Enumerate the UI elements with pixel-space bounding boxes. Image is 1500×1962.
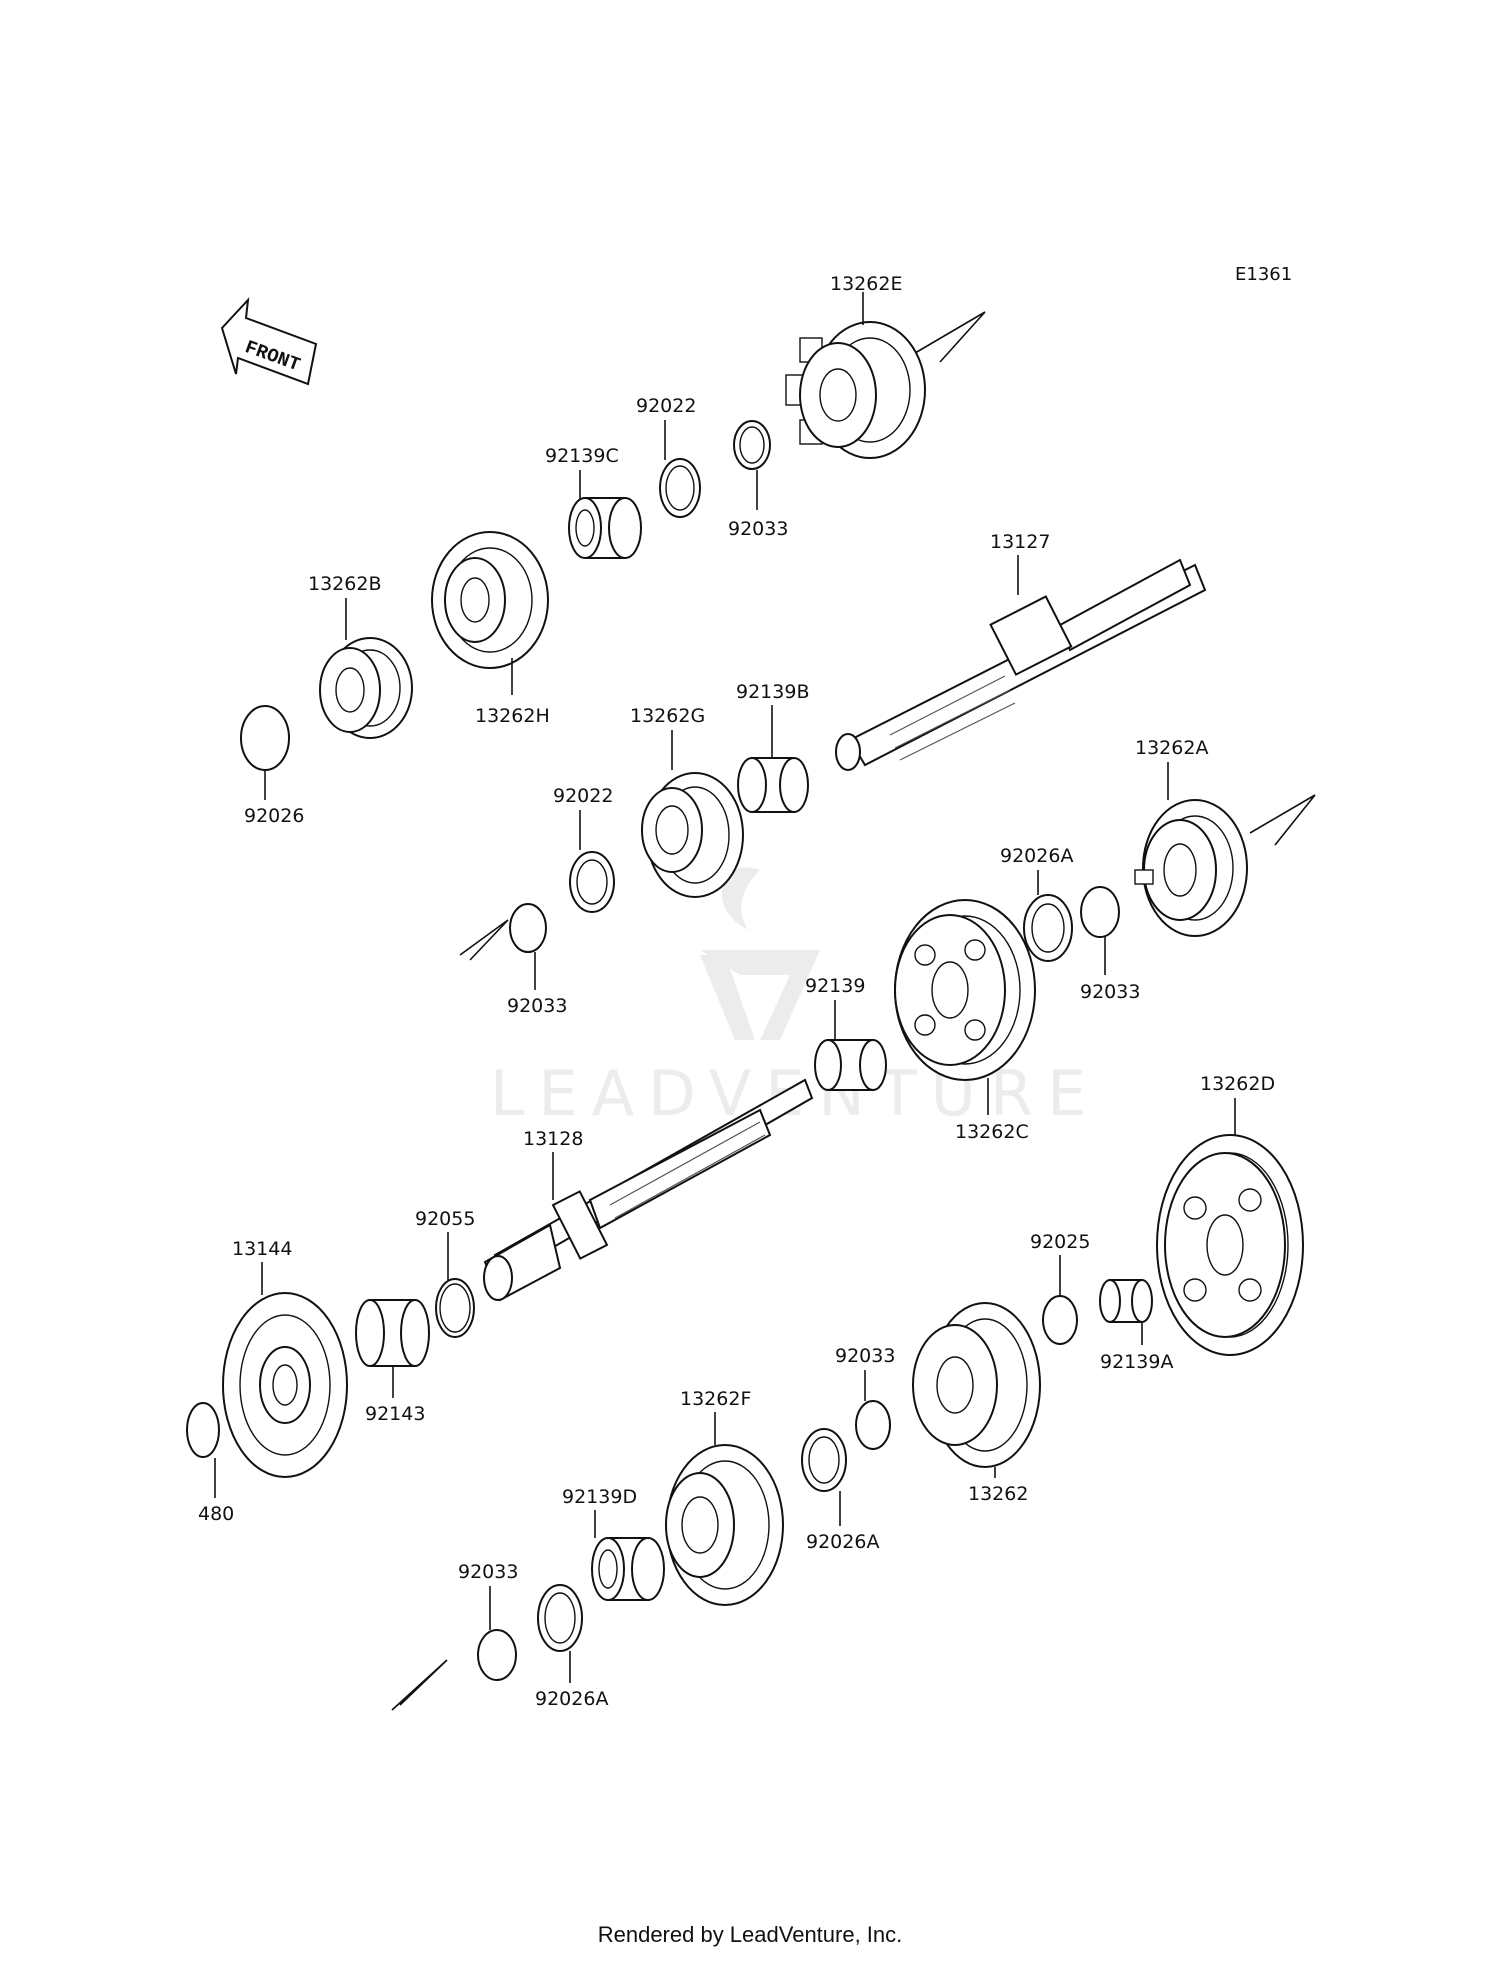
label-92026A-mid[interactable]: 92026A: [1000, 845, 1073, 867]
bushing-92139B: [737, 757, 809, 813]
label-92143[interactable]: 92143: [365, 1403, 425, 1425]
label-92033-left[interactable]: 92033: [507, 995, 567, 1017]
label-92139C[interactable]: 92139C: [545, 445, 619, 467]
circlip-92033-bottom: [477, 1629, 517, 1681]
leader-lines: [214, 292, 1236, 1683]
label-13262B[interactable]: 13262B: [308, 573, 381, 595]
gear-13262F: [665, 1444, 784, 1606]
shaft-13127: [835, 558, 1207, 771]
label-92026A-bottom[interactable]: 92026A: [535, 1688, 608, 1710]
front-arrow-icon: FRONT: [220, 297, 318, 386]
gear-13262H: [431, 531, 549, 669]
shaft-13128: [483, 1078, 814, 1302]
oring-92055: [435, 1278, 475, 1338]
label-92033-top[interactable]: 92033: [728, 518, 788, 540]
washer-92026: [240, 705, 290, 771]
label-13262A[interactable]: 13262A: [1135, 737, 1208, 759]
bushing-92139A: [1099, 1279, 1153, 1323]
gear-13262A: [1134, 799, 1248, 937]
label-92022-top[interactable]: 92022: [636, 395, 696, 417]
label-13262D[interactable]: 13262D: [1200, 1073, 1275, 1095]
label-13262H[interactable]: 13262H: [475, 705, 550, 727]
washer-92025: [1042, 1295, 1078, 1345]
label-92026A-low[interactable]: 92026A: [806, 1531, 879, 1553]
label-13262[interactable]: 13262: [968, 1483, 1028, 1505]
gear-13262G: [641, 772, 744, 898]
diagram-id: E1361: [1235, 264, 1292, 285]
collar-92143: [355, 1299, 430, 1367]
circlip-92033-low: [855, 1400, 891, 1450]
label-480[interactable]: 480: [198, 1503, 234, 1525]
footer-credit: Rendered by LeadVenture, Inc.: [597, 1922, 903, 1947]
gear-13262: [912, 1302, 1041, 1468]
label-13262F[interactable]: 13262F: [680, 1388, 751, 1410]
bearing-92139C: [568, 497, 642, 559]
circlip-480: [186, 1402, 220, 1458]
label-92022-mid[interactable]: 92022: [553, 785, 613, 807]
part-labels: 13262E 92022 92139C 92033 13127 13262B 1…: [198, 273, 1275, 1710]
label-13144[interactable]: 13144: [232, 1238, 292, 1260]
label-92139B[interactable]: 92139B: [736, 681, 809, 703]
label-92033-bottom[interactable]: 92033: [458, 1561, 518, 1583]
gear-13262E: [785, 321, 926, 459]
gear-13262D: [1156, 1134, 1304, 1356]
label-13262C[interactable]: 13262C: [955, 1121, 1029, 1143]
bushing-92139: [814, 1039, 887, 1091]
label-92139A[interactable]: 92139A: [1100, 1351, 1173, 1373]
label-13128[interactable]: 13128: [523, 1128, 583, 1150]
label-92055[interactable]: 92055: [415, 1208, 475, 1230]
label-92026[interactable]: 92026: [244, 805, 304, 827]
label-92025[interactable]: 92025: [1030, 1231, 1090, 1253]
label-92139[interactable]: 92139: [805, 975, 865, 997]
label-92139D[interactable]: 92139D: [562, 1486, 637, 1508]
circlip-92033-right: [1080, 886, 1120, 938]
bearing-92139D: [591, 1537, 665, 1601]
gear-13262C: [894, 899, 1036, 1081]
label-13127[interactable]: 13127: [990, 531, 1050, 553]
label-13262G[interactable]: 13262G: [630, 705, 705, 727]
label-92033-low[interactable]: 92033: [835, 1345, 895, 1367]
axis-markers: [391, 311, 1316, 1711]
gear-13262B: [319, 637, 413, 739]
washer-92026A-mid: [1023, 894, 1073, 962]
label-13262E[interactable]: 13262E: [830, 273, 902, 295]
circlip-92033-left: [509, 903, 547, 953]
label-92033-right[interactable]: 92033: [1080, 981, 1140, 1003]
sprocket-13144: [222, 1292, 348, 1478]
